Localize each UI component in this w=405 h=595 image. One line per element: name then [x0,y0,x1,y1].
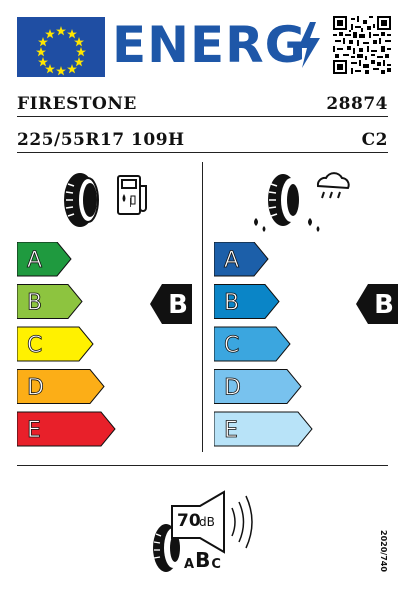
noise-class-b: B [195,548,211,572]
article-number: 28874 [326,94,388,114]
fuel-class-e: E [17,411,116,447]
fuel-letter-d: D [27,376,44,401]
wet-class-c: C [214,326,291,362]
fuel-letter-c: C [27,333,42,358]
wet-bar-c [214,326,291,362]
fuel-bar-d [17,369,105,404]
wet-letter-d: D [224,376,241,401]
fuel-rating-marker: B [150,284,192,324]
divider-size [17,152,388,153]
fuel-bar-a [17,242,72,277]
wet-letter-a: A [224,248,239,273]
eu-flag [17,17,105,77]
wet-rating-label: B [374,290,394,320]
wet-bar-e [214,411,313,447]
fuel-class-a: A [17,242,72,277]
wet-letter-c: C [224,333,239,358]
divider-bottom [17,465,388,466]
fuel-class-d: D [17,369,105,404]
noise-unit: dB [199,515,215,529]
noise-class-scale: A B C [184,548,221,572]
fuel-letter-b: B [27,291,42,316]
regulation-code: 2020/740 [379,530,388,572]
eu-stars-icon [36,26,86,76]
noise-class-c: C [211,557,221,572]
brand-name: FIRESTONE [17,94,137,114]
noise-class-a: A [184,557,195,572]
noise-value: 70 [177,511,201,531]
wet-class-e: E [214,411,313,447]
lightning-bolt-icon [298,22,320,68]
wet-class-a: A [214,242,269,277]
wet-class-d: D [214,369,302,404]
wet-bar-b [214,284,280,319]
fuel-bar-c [17,326,94,362]
wet-class-b: B [214,284,280,319]
divider-top [17,116,388,117]
fuel-class-c: C [17,326,94,362]
wet-letter-b: B [224,291,239,316]
fuel-letter-a: A [27,248,42,273]
tyre-size: 225/55R17 109H [17,130,185,150]
tyre-class: C2 [361,130,388,150]
fuel-rating-label: B [168,290,188,320]
qr-code-icon [333,16,391,74]
divider-vertical [202,162,203,452]
energy-title: ENERG [112,16,307,74]
noise-icon [153,490,253,572]
wet-grip-icon [254,172,350,232]
fuel-letter-e: E [27,418,41,443]
wet-letter-e: E [224,418,238,443]
wet-bar-a [214,242,269,277]
fuel-efficiency-icon: | [64,173,147,227]
fuel-class-b: B [17,284,83,319]
wet-rating-marker: B [356,284,398,324]
fuel-bar-e [17,411,116,447]
wet-bar-d [214,369,302,404]
fuel-bar-b [17,284,83,319]
